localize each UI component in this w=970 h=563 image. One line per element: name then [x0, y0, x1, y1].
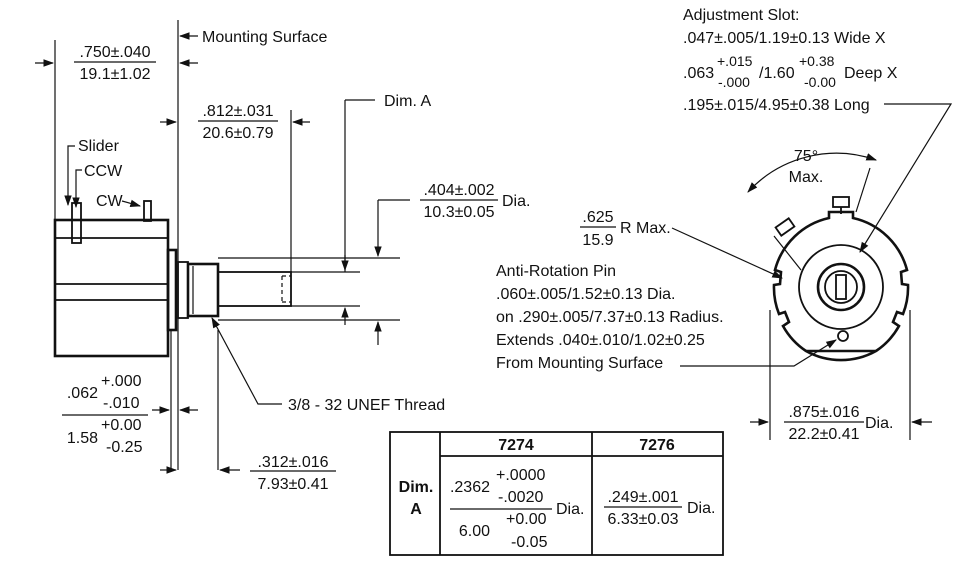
anti-rotation-pin: [837, 330, 849, 342]
c7274-in-minus: -.0020: [498, 489, 543, 506]
table-header-7274: 7274: [498, 437, 534, 454]
cw-terminal: [143, 200, 152, 222]
c7274-mm-plus: +0.00: [506, 511, 547, 528]
anti-rotation-line4: Extends .040±.010/1.02±0.25: [496, 332, 705, 349]
shaft-length-in: .812±.031: [202, 103, 273, 120]
front-shaft-ring: [816, 262, 866, 312]
angle-value: 75°: [794, 148, 818, 165]
leader-adjust-slot: [859, 103, 953, 253]
adjust-slot-length: .195±.015/4.95±0.38 Long: [683, 97, 870, 114]
mounting-flange: [166, 248, 178, 332]
front-left-terminal: [774, 217, 796, 237]
body-length-mm: 19.1±1.02: [79, 66, 150, 83]
c7274-mm-base: 6.00: [459, 523, 490, 540]
thread-length-in: .312±.016: [257, 454, 328, 471]
slider-terminal: [71, 202, 82, 244]
c7276-suffix: Dia.: [687, 500, 715, 517]
adjust-slot-width: .047±.005/1.19±0.13 Wide X: [683, 30, 886, 47]
table-header-7276: 7276: [639, 437, 675, 454]
flange-in-plus: +.000: [101, 373, 142, 390]
shaft-length-mm: 20.6±0.79: [202, 125, 273, 142]
bushing-dia-in: .404±.002: [423, 182, 494, 199]
side-view: Mounting Surface .750±.040 19.1±1.02 .81…: [35, 20, 530, 493]
anti-rotation-line5: From Mounting Surface: [496, 355, 663, 372]
leader-radius: [671, 227, 783, 279]
adjust-slot-depth-in-plus: +.015: [717, 53, 753, 69]
flange-in-minus: -.010: [103, 395, 140, 412]
leader-slider: [64, 145, 75, 207]
ccw-label: CCW: [84, 163, 123, 180]
adjust-slot-depth-in-base: .063: [683, 65, 714, 82]
flange-in-base: .062: [67, 385, 98, 402]
adjust-slot-depth-mm-minus: -0.00: [804, 74, 836, 90]
anti-rotation-callout: Anti-Rotation Pin .060±.005/1.52±0.13 Di…: [496, 263, 724, 372]
c7274-in-plus: +.0000: [496, 467, 545, 484]
leader-anti-rotation: [680, 339, 837, 367]
c7276-in: .249±.001: [607, 489, 678, 506]
angle-arc: [747, 152, 878, 193]
bushing-dia-suffix: Dia.: [502, 193, 530, 210]
thread-length-mm: 7.93±0.41: [257, 476, 328, 493]
outer-dia-suffix: Dia.: [865, 415, 893, 432]
table-row-label-1: Dim.: [399, 479, 434, 496]
front-outer-outline: [772, 210, 910, 362]
adjust-slot-depth-mm-base: /1.60: [759, 65, 795, 82]
c7274-in-base: .2362: [450, 479, 490, 496]
adjust-slot-depth-mm-plus: +0.38: [799, 53, 835, 69]
adjust-slot-depth-suffix: Deep X: [844, 65, 898, 82]
adjustment-slot-callout: Adjustment Slot: .047±.005/1.19±0.13 Wid…: [683, 7, 898, 114]
anti-rotation-line1: Anti-Rotation Pin: [496, 263, 616, 280]
flange-mm-plus: +0.00: [101, 417, 142, 434]
bushing-base: [177, 261, 189, 319]
adjust-slot-title: Adjustment Slot:: [683, 7, 800, 24]
flange-mm-minus: -0.25: [106, 439, 143, 456]
bushing-dia-mm: 10.3±0.05: [423, 204, 494, 221]
dim-a-label: Dim. A: [384, 93, 431, 110]
outer-dia-mm: 22.2±0.41: [788, 426, 859, 443]
radius-in: .625: [582, 209, 613, 226]
outer-dia-in: .875±.016: [788, 404, 859, 421]
shaft: [217, 271, 292, 307]
dim-a-table: 7274 7276 Dim. A .2362 +.0000 -.0020 6.0…: [389, 431, 724, 556]
front-bushing-ring: [798, 244, 884, 330]
flange-mm-base: 1.58: [67, 430, 98, 447]
front-view: 75° Max. .625 15.9 R Max. .875±.016 22.2…: [580, 103, 953, 443]
cw-label: CW: [96, 193, 124, 210]
radius-mm: 15.9: [582, 232, 613, 249]
anti-rotation-line3: on .290±.005/7.37±0.13 Radius.: [496, 309, 724, 326]
slider-label: Slider: [78, 138, 120, 155]
mounting-surface-label: Mounting Surface: [202, 29, 328, 46]
thread-label: 3/8 - 32 UNEF Thread: [288, 397, 445, 414]
c7274-suffix: Dia.: [556, 501, 584, 518]
leader-ccw: [72, 169, 82, 209]
c7274-mm-minus: -0.05: [511, 534, 548, 551]
c7276-mm: 6.33±0.03: [607, 511, 678, 528]
front-top-terminal: [832, 196, 850, 208]
body-length-in: .750±.040: [79, 44, 150, 61]
leader-cw: [121, 199, 142, 208]
table-row-label-2: A: [410, 501, 422, 518]
anti-rotation-line2: .060±.005/1.52±0.13 Dia.: [496, 286, 675, 303]
adjust-slot-depth-in-minus: -.000: [718, 74, 750, 90]
leader-thread: [211, 317, 282, 405]
adjustment-slot: [835, 274, 847, 300]
angle-max: Max.: [789, 169, 824, 186]
radius-suffix: R Max.: [620, 220, 671, 237]
